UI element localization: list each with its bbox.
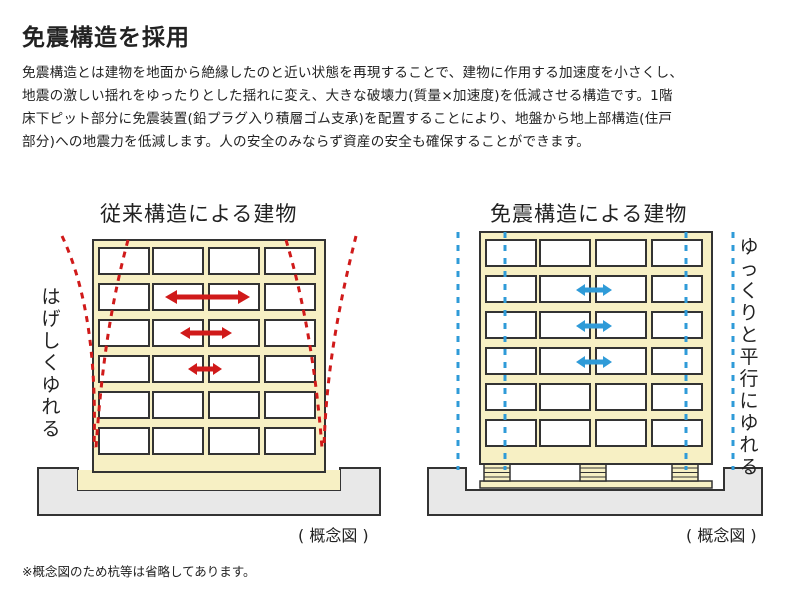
gentle-shake-arrows [576,284,612,368]
window [485,419,537,447]
strong-shaking-label: はげしくゆれる [41,286,61,440]
isolation-diagram [427,231,763,516]
window [264,427,316,455]
window [485,239,537,267]
window [152,427,204,455]
window [485,347,537,375]
window [208,427,260,455]
sway-curves [60,235,358,449]
window [595,383,647,411]
foundation-ground [427,467,763,516]
window [595,419,647,447]
window [595,239,647,267]
sway-curve-outer-right [322,235,358,449]
description-line: 地震の激しい揺れをゆったりとした揺れに変え、大きな破壊力(質量×加速度)を低減さ… [22,88,673,104]
window [152,391,204,419]
window [539,419,591,447]
window [485,311,537,339]
window [98,391,150,419]
description-line: 部分)への地震力を低減します。人の安全のみならず資産の安全も確保することができま… [22,134,591,150]
window [485,275,537,303]
window [98,355,150,383]
sway-curve-inner-right [284,239,324,449]
window [485,383,537,411]
isolation-slab [479,480,713,489]
building-base [78,470,340,490]
isolation-structure-title: 免震構造による建物 [490,202,688,226]
isolation-bearings [483,463,699,482]
window [651,383,703,411]
concept-caption-right: ( 概念図 ) [686,526,757,545]
window [264,391,316,419]
window [98,319,150,347]
window [539,383,591,411]
window [651,347,703,375]
description-line: 床下ピット部分に免震装置(鉛プラグ入り積層ゴム支承)を配置することにより、地盤か… [22,111,673,127]
window [264,355,316,383]
double-arrow [576,320,612,332]
window [208,391,260,419]
footnote: ※概念図のため杭等は省略してあります。 [22,564,256,579]
strong-shake-arrows [165,290,250,375]
sway-curve-outer-left [60,235,96,449]
window [264,283,316,311]
conventional-structure-title: 従来構造による建物 [100,202,298,226]
concept-caption-left: ( 概念図 ) [298,526,369,545]
window [208,247,260,275]
double-arrow [576,284,612,296]
description: 免震構造とは建物を地面から絶縁したのと近い状態を再現することで、建物に作用する加… [22,62,782,154]
window [98,427,150,455]
window [651,311,703,339]
window [98,283,150,311]
gentle-parallel-shaking-label: ゆっくりと平行にゆれる [739,236,759,478]
double-arrow [165,290,250,304]
double-arrow [576,356,612,368]
window [651,419,703,447]
window [651,275,703,303]
description-line: 免震構造とは建物を地面から絶縁したのと近い状態を再現することで、建物に作用する加… [22,65,684,81]
window [539,239,591,267]
window [651,239,703,267]
double-arrow [180,327,232,339]
window [152,247,204,275]
page-title: 免震構造を採用 [22,25,190,51]
sway-lines [456,232,735,470]
double-arrow [188,363,222,375]
conventional-diagram [37,235,381,516]
